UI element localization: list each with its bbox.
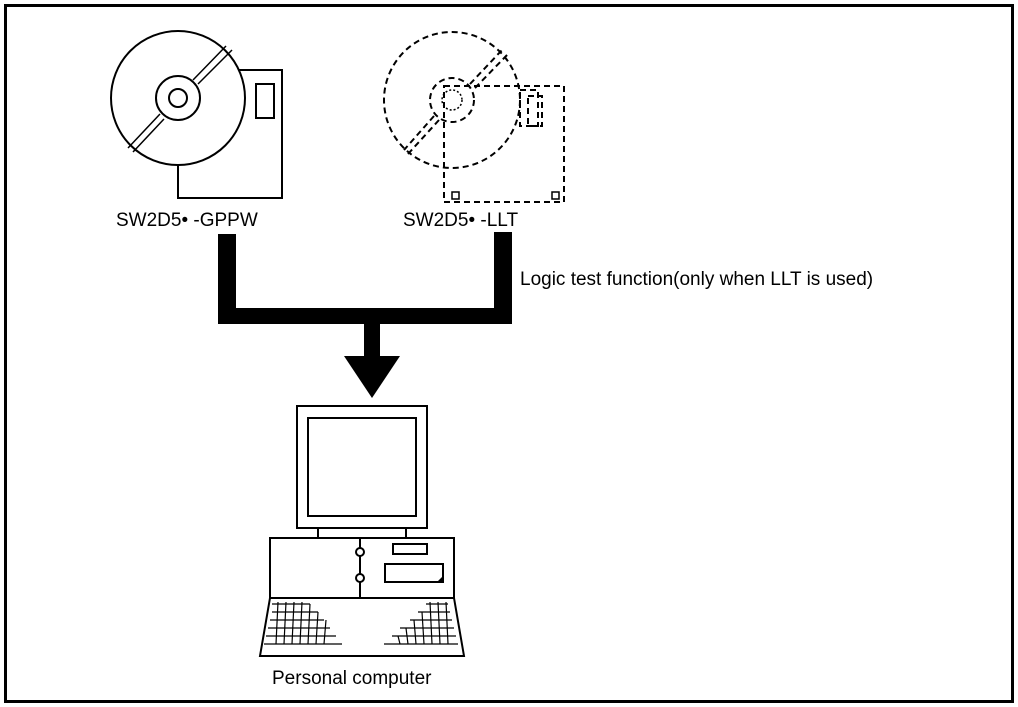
personal-computer-icon: [258, 405, 466, 657]
gppw-media-label: SW2D5• -GPPW: [116, 210, 258, 231]
computer-label: Personal computer: [272, 668, 432, 689]
logic-test-note: Logic test function(only when LLT is use…: [520, 269, 874, 290]
diagram-frame: [4, 4, 1014, 703]
dashed-cd-and-floppy-icon: [383, 31, 565, 203]
llt-media-label: SW2D5• -LLT: [403, 210, 519, 231]
cd-and-floppy-icon: [110, 30, 283, 199]
connection-arrow: [218, 232, 512, 398]
